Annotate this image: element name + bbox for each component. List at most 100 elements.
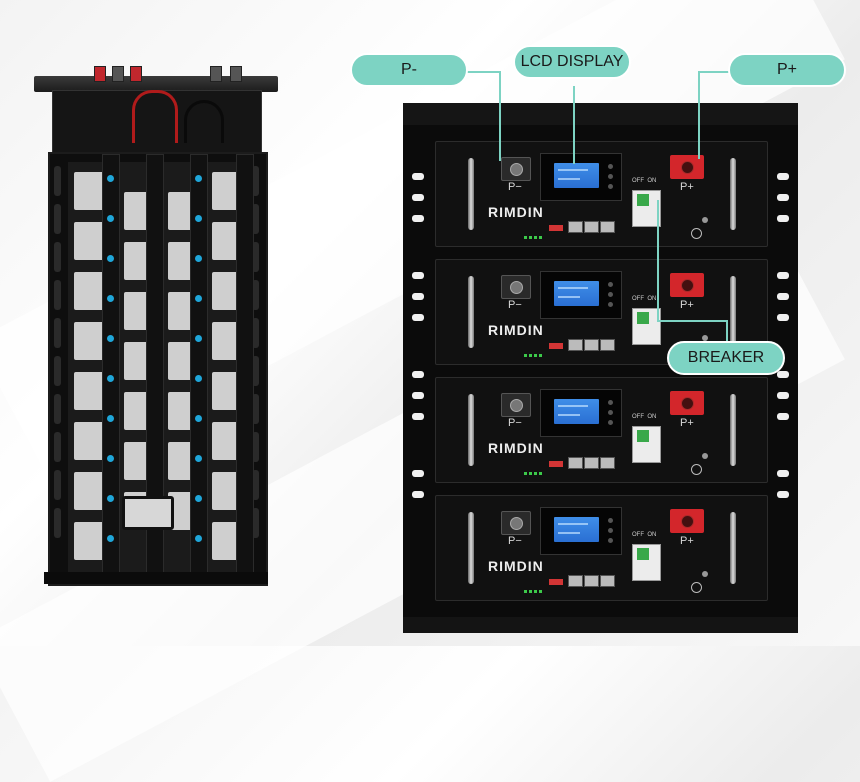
negative-terminal [501,393,531,417]
comm-port [600,457,615,469]
lcd-display [540,271,622,319]
status-leds [524,226,550,239]
status-leds [524,344,550,357]
positive-terminal [670,155,704,179]
ground-icon [691,464,702,475]
brand-logo: RIMDIN [488,204,544,220]
breaker-labels: OFF ON [632,296,657,302]
module-handle [730,276,736,348]
positive-terminal-label: P+ [680,181,694,193]
module-handle [468,394,474,466]
positive-terminal [670,273,704,297]
module-handle [468,158,474,230]
leader-line-positive [698,71,732,73]
top-terminal [230,66,242,82]
positive-terminal-label: P+ [680,299,694,311]
brand-logo: RIMDIN [488,440,544,456]
dip-switch [549,343,563,349]
lcd-display [540,153,622,201]
vent-slots-left [54,166,64,572]
negative-terminal-label: P− [508,535,522,547]
comm-port [584,457,599,469]
screw [702,571,708,577]
lcd-display [540,389,622,437]
battery-module: P− P+ OFF ON RIMDIN [435,377,768,483]
lcd-screen [554,281,599,306]
module-handle [468,276,474,348]
breaker-labels: OFF ON [632,414,657,420]
screw [702,453,708,459]
rack-cabinet: P− P+ OFF ON RIMDIN P− P+ OFF ON RIMDIN [403,103,798,633]
leader-line-breaker [657,200,659,320]
comm-port [568,339,583,351]
cell-column [68,162,110,572]
top-terminal [112,66,124,82]
breaker-switch [632,190,661,227]
breaker-switch [632,544,661,581]
negative-terminal-label: P− [508,417,522,429]
cabinet-top [403,103,798,125]
callout-breaker: BREAKER [667,341,785,375]
module-base [44,572,268,584]
cell-bus-bar [102,154,120,578]
dip-switch [549,461,563,467]
comm-port [584,221,599,233]
leader-line-breaker [726,320,728,342]
negative-terminal-label: P− [508,299,522,311]
lcd-screen [554,399,599,424]
comm-port [600,575,615,587]
comm-port [584,339,599,351]
status-leds [524,580,550,593]
battery-module: P− P+ OFF ON RIMDIN [435,495,768,601]
positive-terminal [670,391,704,415]
vent-slots-right [252,166,262,572]
lcd-display [540,507,622,555]
negative-terminal [501,157,531,181]
red-cable [132,90,178,143]
breaker-labels: OFF ON [632,532,657,538]
module-handle [730,394,736,466]
top-terminal [130,66,142,82]
comm-port [600,221,615,233]
ground-icon [691,228,702,239]
leader-line-lcd [573,86,575,164]
dip-switch [549,225,563,231]
leader-line-positive [698,71,700,159]
brand-logo: RIMDIN [488,322,544,338]
module-handle [730,158,736,230]
cabinet-bottom [403,617,798,633]
positive-terminal-label: P+ [680,417,694,429]
comm-port [584,575,599,587]
callout-lcd-display: LCD DISPLAY [513,45,631,79]
leader-line-negative [466,71,500,73]
breaker-labels: OFF ON [632,178,657,184]
bottom-bus-link [122,496,174,530]
lcd-screen [554,163,599,188]
lcd-screen [554,517,599,542]
top-terminal [210,66,222,82]
dip-switch [549,579,563,585]
ground-icon [691,582,702,593]
breaker-switch [632,426,661,463]
cabinet-rail-left [403,123,433,613]
comm-port [568,457,583,469]
positive-terminal [670,509,704,533]
module-handle [730,512,736,584]
cell-bus-bar [190,154,208,578]
black-cable [184,100,224,143]
top-terminal [94,66,106,82]
status-leds [524,462,550,475]
negative-terminal [501,511,531,535]
open-battery-module-photo [34,66,278,586]
negative-terminal-label: P− [508,181,522,193]
negative-terminal [501,275,531,299]
screw [702,217,708,223]
comm-port [568,221,583,233]
battery-module: P− P+ OFF ON RIMDIN [435,141,768,247]
callout-positive-terminal: P+ [728,53,846,87]
positive-terminal-label: P+ [680,535,694,547]
module-handle [468,512,474,584]
screw [702,335,708,341]
cabinet-rail-right [768,123,798,613]
cell-bus-bar [236,154,254,578]
